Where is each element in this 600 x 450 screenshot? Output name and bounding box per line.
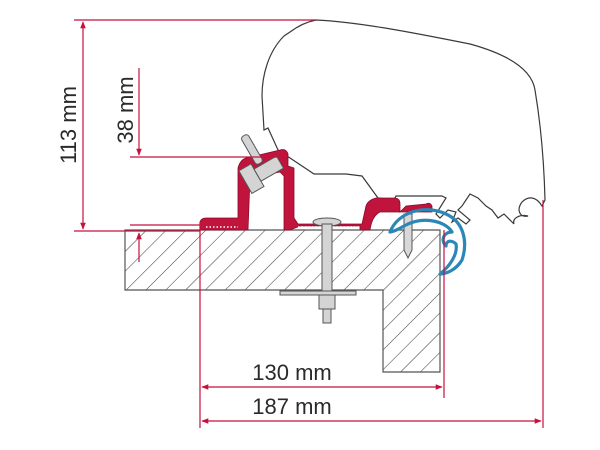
label-187mm: 187 mm	[252, 394, 331, 419]
dimension-labels: 113 mm 38 mm 130 mm 187 mm	[56, 76, 332, 419]
label-130mm: 130 mm	[252, 360, 331, 385]
awning-housing-outline	[261, 19, 546, 225]
wall-section	[124, 229, 441, 373]
label-38mm: 38 mm	[113, 76, 138, 143]
seal-outline	[388, 208, 467, 276]
seal-profile	[388, 208, 467, 276]
clamp-bolt	[238, 134, 285, 195]
awning-housing	[261, 19, 546, 225]
wall-hatched-body	[124, 229, 441, 373]
clamp-bolt-shank	[253, 155, 285, 182]
bolt-tip	[322, 308, 332, 324]
bolt-washer	[279, 290, 357, 296]
bolt-shank	[321, 223, 333, 295]
label-113mm: 113 mm	[56, 86, 81, 164]
through-bolt	[279, 217, 357, 324]
dimension-lines	[74, 19, 544, 428]
bolt-nut	[318, 294, 336, 310]
wood-screw	[403, 213, 413, 260]
wood-screw-body	[403, 213, 413, 260]
